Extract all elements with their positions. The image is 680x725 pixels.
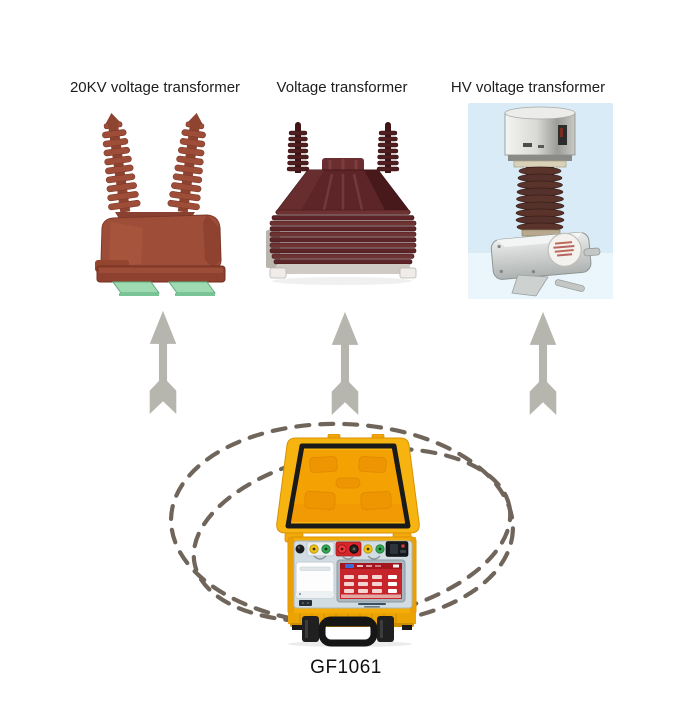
transformer-label-20kv: 20KV voltage transformer xyxy=(69,79,241,96)
transformer-voltage-ribs xyxy=(269,209,417,265)
gf1061-tester-image xyxy=(272,434,424,647)
transformer-20kv-image xyxy=(85,112,235,302)
latch-left xyxy=(302,616,319,642)
tester-model-label: GF1061 xyxy=(310,657,382,678)
transformer-label-hv: HV voltage transformer xyxy=(450,79,606,96)
insulator-column xyxy=(515,166,565,237)
branding-text-mark xyxy=(358,603,386,605)
tank-base xyxy=(490,231,601,280)
touchscreen xyxy=(336,559,406,603)
gf1061-tester-illustration xyxy=(276,434,420,647)
transformer-voltage-upper-body xyxy=(274,158,412,213)
expansion-cap xyxy=(504,106,576,168)
transformer-20kv-illustration xyxy=(95,112,226,296)
lid-recess-panels xyxy=(304,456,392,510)
transformer-hv-image xyxy=(468,103,613,299)
printer xyxy=(295,561,335,599)
terminal-row xyxy=(295,541,385,560)
transformer-label-voltage: Voltage transformer xyxy=(276,79,408,96)
mounting-bracket xyxy=(511,274,585,297)
transformer-20kv-body xyxy=(95,212,226,283)
transformer-voltage-illustration xyxy=(266,121,417,285)
transformer-20kv-feet xyxy=(112,281,216,296)
instrument-panel xyxy=(293,540,413,609)
latch-right xyxy=(377,616,394,642)
branding-subtext-mark xyxy=(364,606,380,608)
panel-connector xyxy=(299,600,312,606)
transformer-voltage-base xyxy=(269,264,417,285)
transformer-voltage-image xyxy=(262,118,422,288)
ground-knob xyxy=(295,544,305,554)
screen-buttons xyxy=(344,575,397,593)
power-switch xyxy=(385,541,409,557)
transformer-hv-illustration xyxy=(468,103,613,299)
carry-handle xyxy=(318,616,378,647)
case-lid xyxy=(276,434,420,534)
